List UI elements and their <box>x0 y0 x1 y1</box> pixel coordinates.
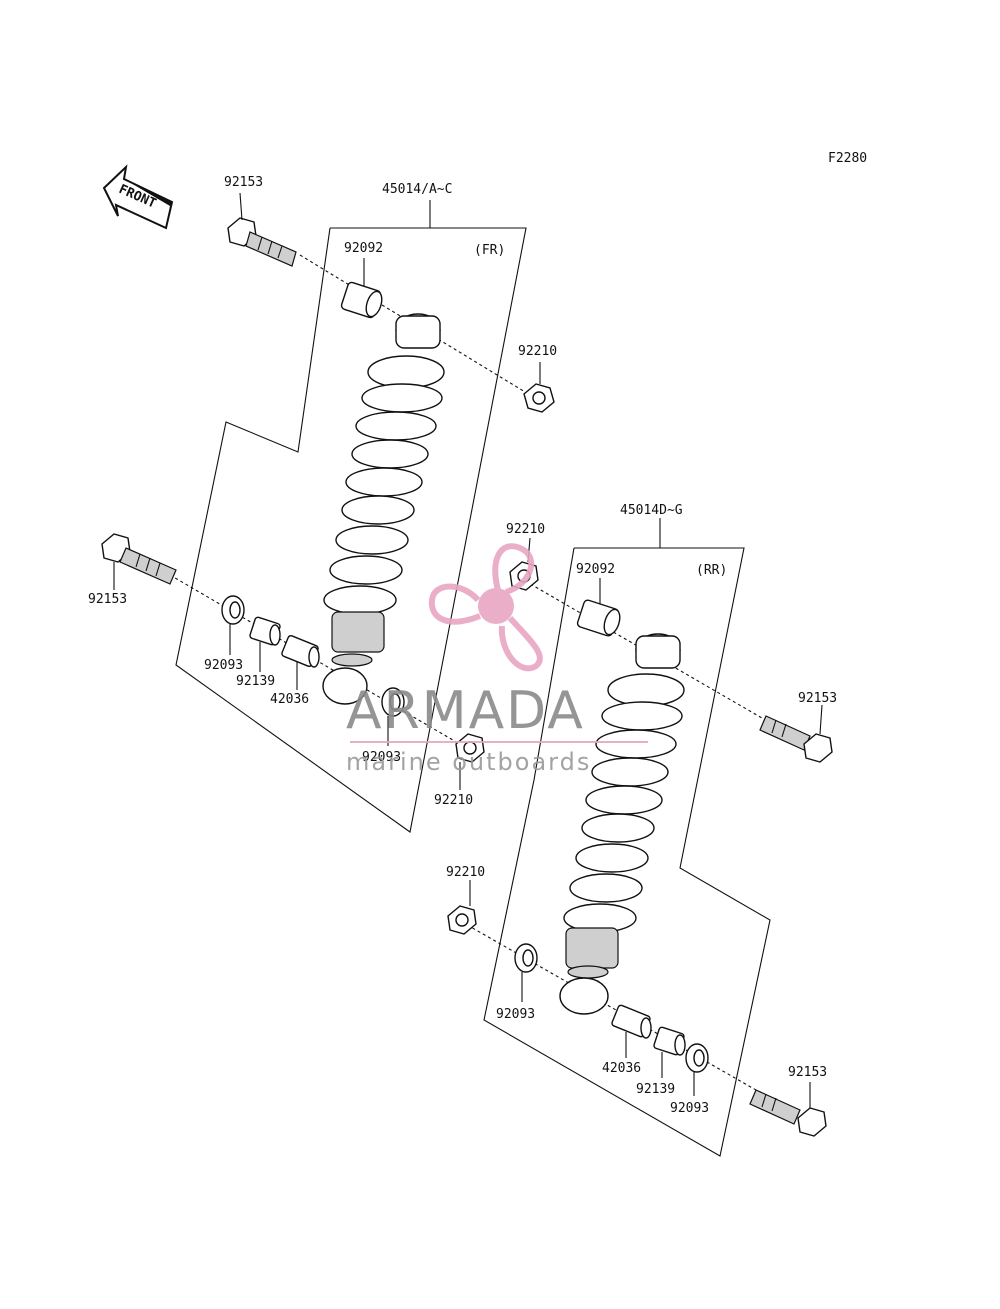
rear-top-collar-label: 92092 <box>576 562 615 577</box>
front-bottom-seal-right[interactable] <box>381 687 405 717</box>
rear-bottom-seal-right-label: 92093 <box>670 1101 709 1116</box>
diagram-code: F2280 <box>828 151 867 166</box>
armada-watermark: ARMADA marine outboards <box>346 543 648 776</box>
rear-position-label: (RR) <box>696 563 727 578</box>
propeller-logo-icon <box>428 543 543 672</box>
front-position-label: (FR) <box>474 243 505 258</box>
watermark-tagline: marine outboards <box>346 748 591 776</box>
rear-top-bolt[interactable] <box>759 715 833 763</box>
rear-bottom-nut-label: 92210 <box>446 865 485 880</box>
rear-bottom-bolt-label: 92153 <box>788 1065 827 1080</box>
front-bottom-bushing-label: 92139 <box>236 674 275 689</box>
front-bottom-seal-right-label: 92093 <box>362 750 401 765</box>
rear-bottom-bushing-label: 92139 <box>636 1082 675 1097</box>
rear-top-nut-label: 92210 <box>506 522 545 537</box>
front-bottom-spacer-label: 42036 <box>270 692 309 707</box>
front-assembly-number: 45014/A~C <box>382 182 452 197</box>
front-bottom-seal-left-label: 92093 <box>204 658 243 673</box>
rear-bottom-nut[interactable] <box>447 905 477 935</box>
front-top-nut[interactable] <box>523 383 555 413</box>
front-top-bolt-label: 92153 <box>224 175 263 190</box>
rear-bottom-seal-left[interactable] <box>514 943 538 973</box>
front-bottom-bushing[interactable] <box>249 616 281 646</box>
watermark-brand: ARMADA <box>346 681 585 741</box>
front-bottom-bolt[interactable] <box>101 533 177 585</box>
front-assembly: 45014/A~C (FR) 92153 92092 92210 <box>88 175 557 833</box>
rear-assembly-number: 45014D~G <box>620 503 683 518</box>
rear-shock-absorber[interactable] <box>559 633 685 1015</box>
front-arrow-icon: FRONT <box>102 164 174 230</box>
front-assembly-bracket <box>175 227 527 833</box>
front-bottom-bolt-label: 92153 <box>88 592 127 607</box>
front-top-collar[interactable] <box>340 281 385 319</box>
front-bottom-nut-label: 92210 <box>434 793 473 808</box>
rear-bottom-seal-left-label: 92093 <box>496 1007 535 1022</box>
rear-bottom-seal-right[interactable] <box>685 1043 709 1073</box>
rear-bottom-bolt[interactable] <box>749 1089 827 1137</box>
front-shock-absorber[interactable] <box>322 313 445 705</box>
front-top-nut-label: 92210 <box>518 344 557 359</box>
rear-assembly-bracket <box>483 547 771 1157</box>
rear-top-collar[interactable] <box>576 599 623 637</box>
rear-bottom-spacer-label: 42036 <box>602 1061 641 1076</box>
front-bottom-seal-left[interactable] <box>221 595 245 625</box>
front-bottom-spacer[interactable] <box>281 635 320 668</box>
rear-top-bolt-label: 92153 <box>798 691 837 706</box>
front-top-bolt[interactable] <box>227 217 297 267</box>
rear-bottom-spacer[interactable] <box>611 1004 652 1039</box>
rear-bottom-bushing[interactable] <box>653 1026 686 1056</box>
front-top-collar-label: 92092 <box>344 241 383 256</box>
